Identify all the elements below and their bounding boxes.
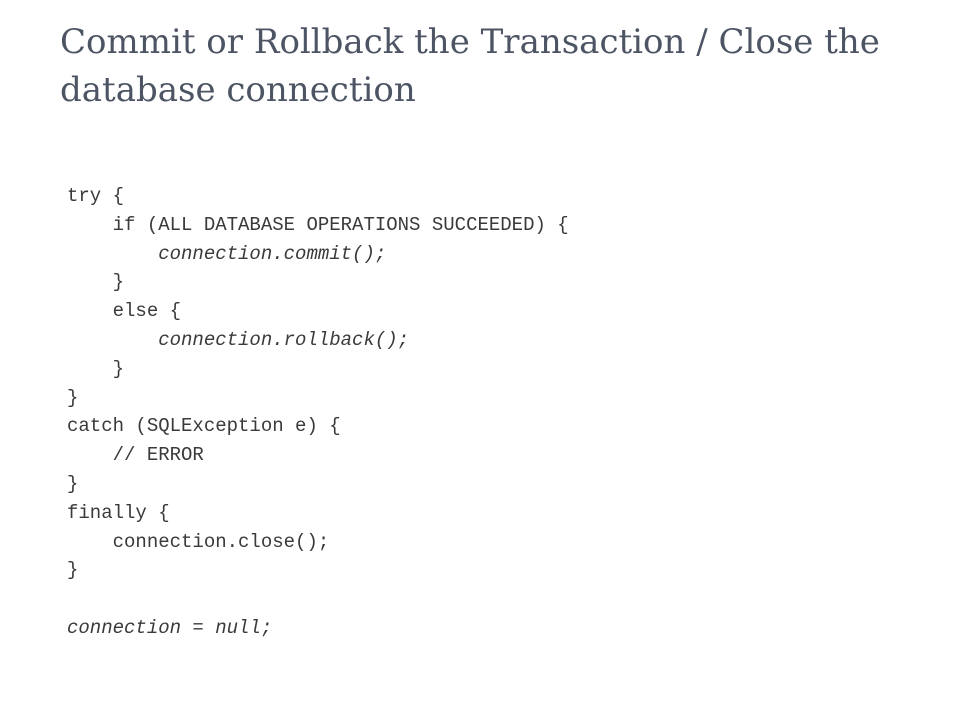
code-line: connection.commit(); bbox=[67, 242, 387, 265]
code-line: connection = null; bbox=[67, 616, 273, 639]
slide-title: Commit or Rollback the Transaction / Clo… bbox=[60, 22, 880, 110]
code-block: try { if (ALL DATABASE OPERATIONS SUCCEE… bbox=[67, 182, 907, 643]
code-line: if (ALL DATABASE OPERATIONS SUCCEEDED) { bbox=[67, 213, 569, 236]
code-line: } bbox=[67, 357, 125, 380]
code-line: connection.close(); bbox=[67, 530, 330, 553]
code-line: else { bbox=[67, 300, 182, 323]
code-line: // ERROR bbox=[67, 444, 204, 467]
code-line: catch (SQLException e) { bbox=[67, 415, 341, 438]
code-line: connection.rollback(); bbox=[67, 328, 410, 351]
code-line: } bbox=[67, 559, 79, 582]
code-line: } bbox=[67, 386, 79, 409]
code-line: } bbox=[67, 472, 79, 495]
code-line bbox=[67, 585, 907, 614]
code-line: try { bbox=[67, 185, 125, 207]
code-line: finally { bbox=[67, 501, 170, 524]
code-line: } bbox=[67, 271, 125, 294]
